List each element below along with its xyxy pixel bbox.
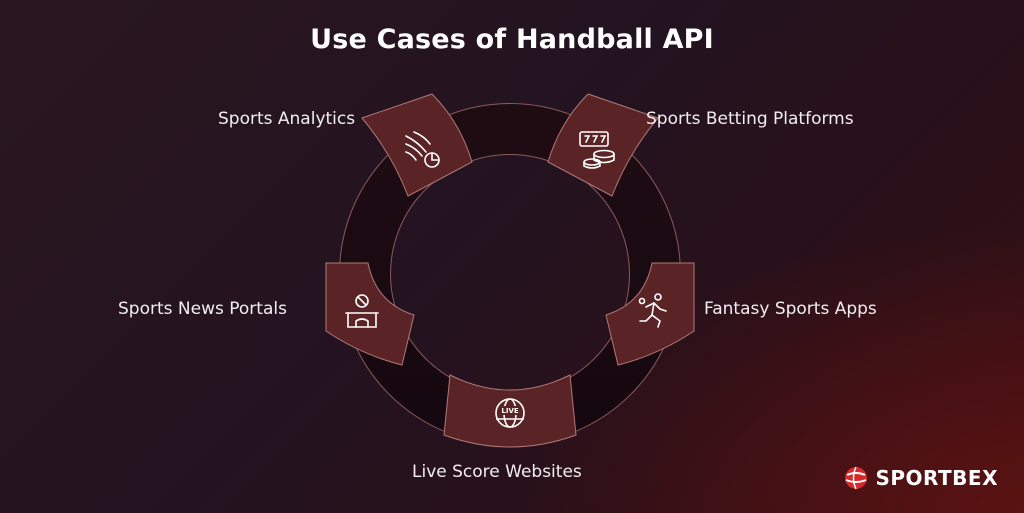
live-globe-icon: LIVE xyxy=(495,398,525,428)
label-sports-betting: Sports Betting Platforms xyxy=(646,109,854,129)
brand-name: SPORTBEX xyxy=(875,466,998,490)
node-sports-news xyxy=(325,262,415,366)
node-fantasy-sports xyxy=(605,262,695,366)
label-fantasy-sports: Fantasy Sports Apps xyxy=(704,299,877,319)
node-live-score: LIVE xyxy=(443,374,577,448)
node-sports-betting xyxy=(547,93,659,197)
node-sports-analytics xyxy=(361,93,473,197)
label-sports-news: Sports News Portals xyxy=(118,299,287,319)
label-sports-analytics: Sports Analytics xyxy=(218,109,356,129)
page-title: Use Cases of Handball API xyxy=(310,24,714,55)
slot-machine-coins-icon xyxy=(579,131,615,169)
svg-text:LIVE: LIVE xyxy=(501,407,518,415)
analytics-chart-icon xyxy=(405,131,440,168)
label-live-score: Live Score Websites xyxy=(412,462,582,482)
brand-logo: SPORTBEX xyxy=(843,465,998,491)
stadium-ball-icon xyxy=(345,294,379,328)
running-player-icon xyxy=(638,293,667,328)
sportbex-ball-logo-icon xyxy=(845,466,868,490)
